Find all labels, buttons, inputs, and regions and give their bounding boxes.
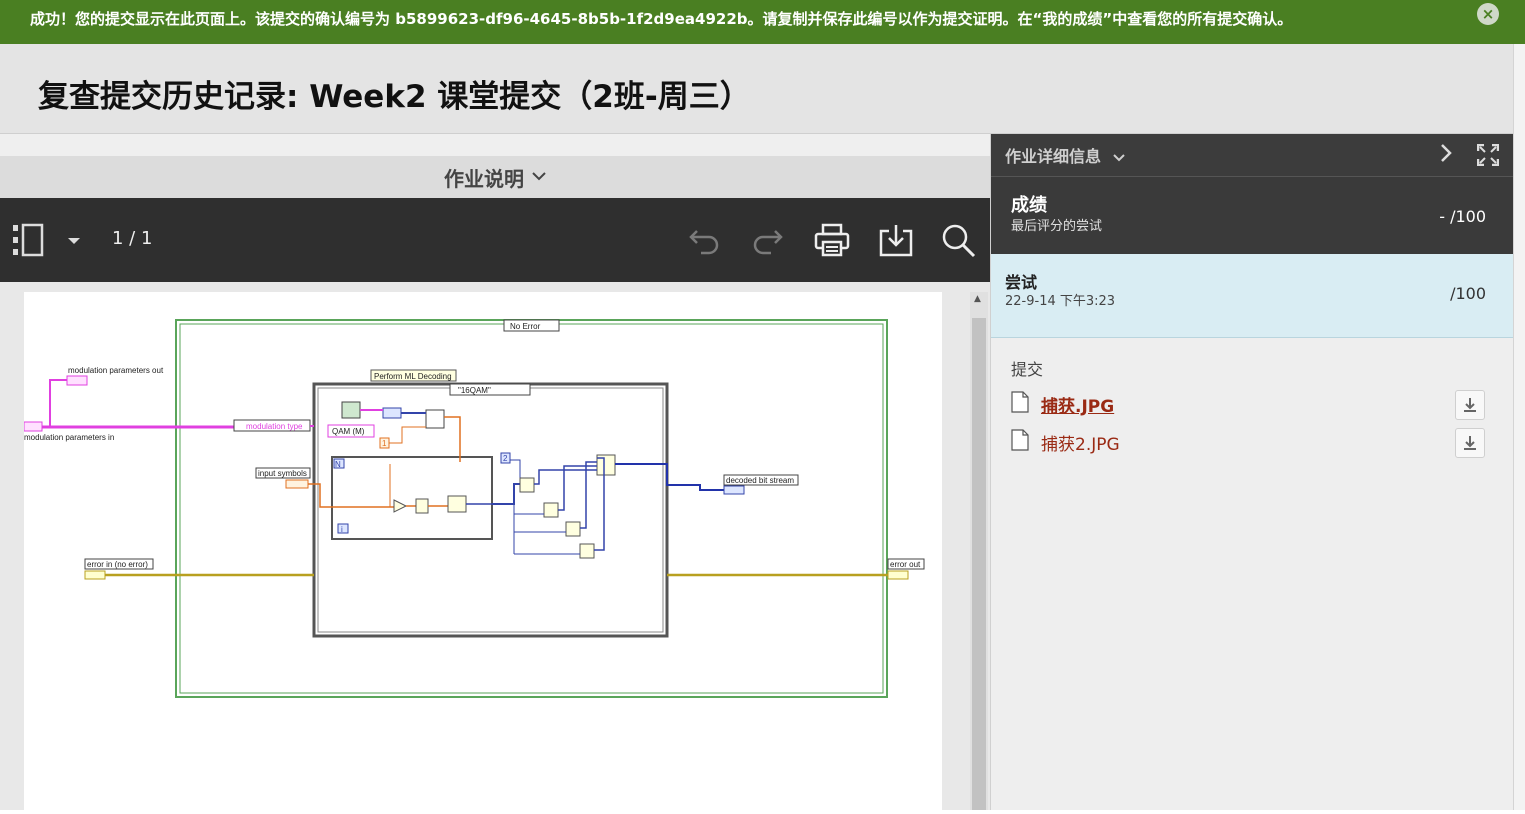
submission-label: 提交 [1011, 360, 1044, 379]
grade-title: 成绩 [1011, 195, 1047, 216]
left-content: 作业说明 1 / 1 [0, 134, 990, 810]
file-icon [1011, 429, 1029, 455]
details-title: 作业详细信息 [1005, 147, 1102, 166]
details-panel: 作业详细信息 成绩 最后评分的尝试 - /100 尝试 22-9-14 下午3:… [990, 134, 1514, 810]
perform-label: Perform ML Decoding [374, 372, 452, 381]
sidebar-toggle-icon[interactable] [10, 222, 46, 258]
decoded-label: decoded bit stream [726, 476, 794, 485]
undo-icon[interactable] [686, 222, 722, 258]
instructions-label: 作业说明 [444, 166, 524, 191]
grade-section: 成绩 最后评分的尝试 - /100 [991, 176, 1514, 254]
viewer-scrollbar[interactable]: ▲ [970, 292, 988, 810]
document-viewer: No Error Perform ML Decoding "16QAM" N i [0, 282, 990, 810]
chevron-down-icon [532, 169, 546, 185]
attempt-time: 22-9-14 下午3:23 [1005, 294, 1116, 309]
print-icon[interactable] [812, 220, 852, 260]
fullscreen-icon[interactable] [1476, 143, 1500, 170]
input-symbols-label: input symbols [258, 469, 307, 478]
no-error-label: No Error [510, 322, 541, 331]
attempt-score: /100 [1450, 284, 1486, 303]
file-item[interactable]: 捕获.JPG [1011, 390, 1114, 418]
mod-type-label: modulation type [246, 422, 303, 431]
attempt-title: 尝试 [1005, 273, 1038, 292]
success-banner: 成功！您的提交显示在此页面上。该提交的确认编号为 b5899623-df96-4… [0, 0, 1525, 44]
download-icon [1464, 436, 1476, 450]
scrollbar-thumb[interactable] [972, 318, 986, 810]
loop-n-label: N [335, 460, 341, 469]
file-item[interactable]: 捕获2.JPG [1011, 428, 1120, 456]
file-link[interactable]: 捕获2.JPG [1041, 434, 1120, 455]
grade-subtitle: 最后评分的尝试 [1011, 219, 1103, 234]
loop-i-label: i [341, 525, 343, 534]
download-icon[interactable] [876, 220, 916, 260]
details-header: 作业详细信息 [991, 134, 1514, 176]
const-two-label: 2 [503, 454, 508, 463]
download-file-button[interactable] [1455, 390, 1485, 420]
close-icon[interactable]: × [1477, 3, 1499, 25]
search-icon[interactable] [938, 220, 978, 260]
instructions-toggle[interactable]: 作业说明 [0, 156, 990, 198]
case-label: "16QAM" [458, 386, 491, 395]
mod-in-label: modulation parameters in [24, 433, 114, 442]
error-in-label: error in (no error) [87, 560, 148, 569]
redo-icon[interactable] [750, 222, 786, 258]
page-title: 复查提交历史记录: Week2 课堂提交（2班-周三） [38, 79, 751, 115]
scroll-up-icon[interactable]: ▲ [974, 294, 981, 304]
details-toggle[interactable]: 作业详细信息 [1005, 143, 1125, 167]
grade-score: - /100 [1439, 207, 1486, 226]
document-page: No Error Perform ML Decoding "16QAM" N i [23, 292, 942, 810]
page-count: 1 / 1 [112, 228, 153, 249]
caret-down-icon[interactable] [64, 234, 84, 248]
viewer-toolbar: 1 / 1 [0, 198, 990, 282]
file-link[interactable]: 捕获.JPG [1041, 396, 1115, 417]
block-diagram: No Error Perform ML Decoding "16QAM" N i [23, 319, 925, 698]
mod-out-label: modulation parameters out [68, 366, 164, 375]
banner-message: 成功！您的提交显示在此页面上。该提交的确认编号为 b5899623-df96-4… [30, 10, 1293, 28]
download-file-button[interactable] [1455, 428, 1485, 458]
error-out-label: error out [890, 560, 921, 569]
chevron-right-icon[interactable] [1439, 142, 1453, 169]
download-icon [1464, 398, 1476, 412]
page-scrollbar[interactable] [1513, 44, 1525, 810]
attempt-row[interactable]: 尝试 22-9-14 下午3:23 /100 [991, 254, 1514, 338]
page-header: 复查提交历史记录: Week2 课堂提交（2班-周三） [0, 44, 1513, 134]
const-one-label: 1 [382, 439, 387, 448]
chevron-down-icon [1112, 151, 1125, 165]
qam-label: QAM (M) [332, 427, 365, 436]
file-icon [1011, 391, 1029, 417]
